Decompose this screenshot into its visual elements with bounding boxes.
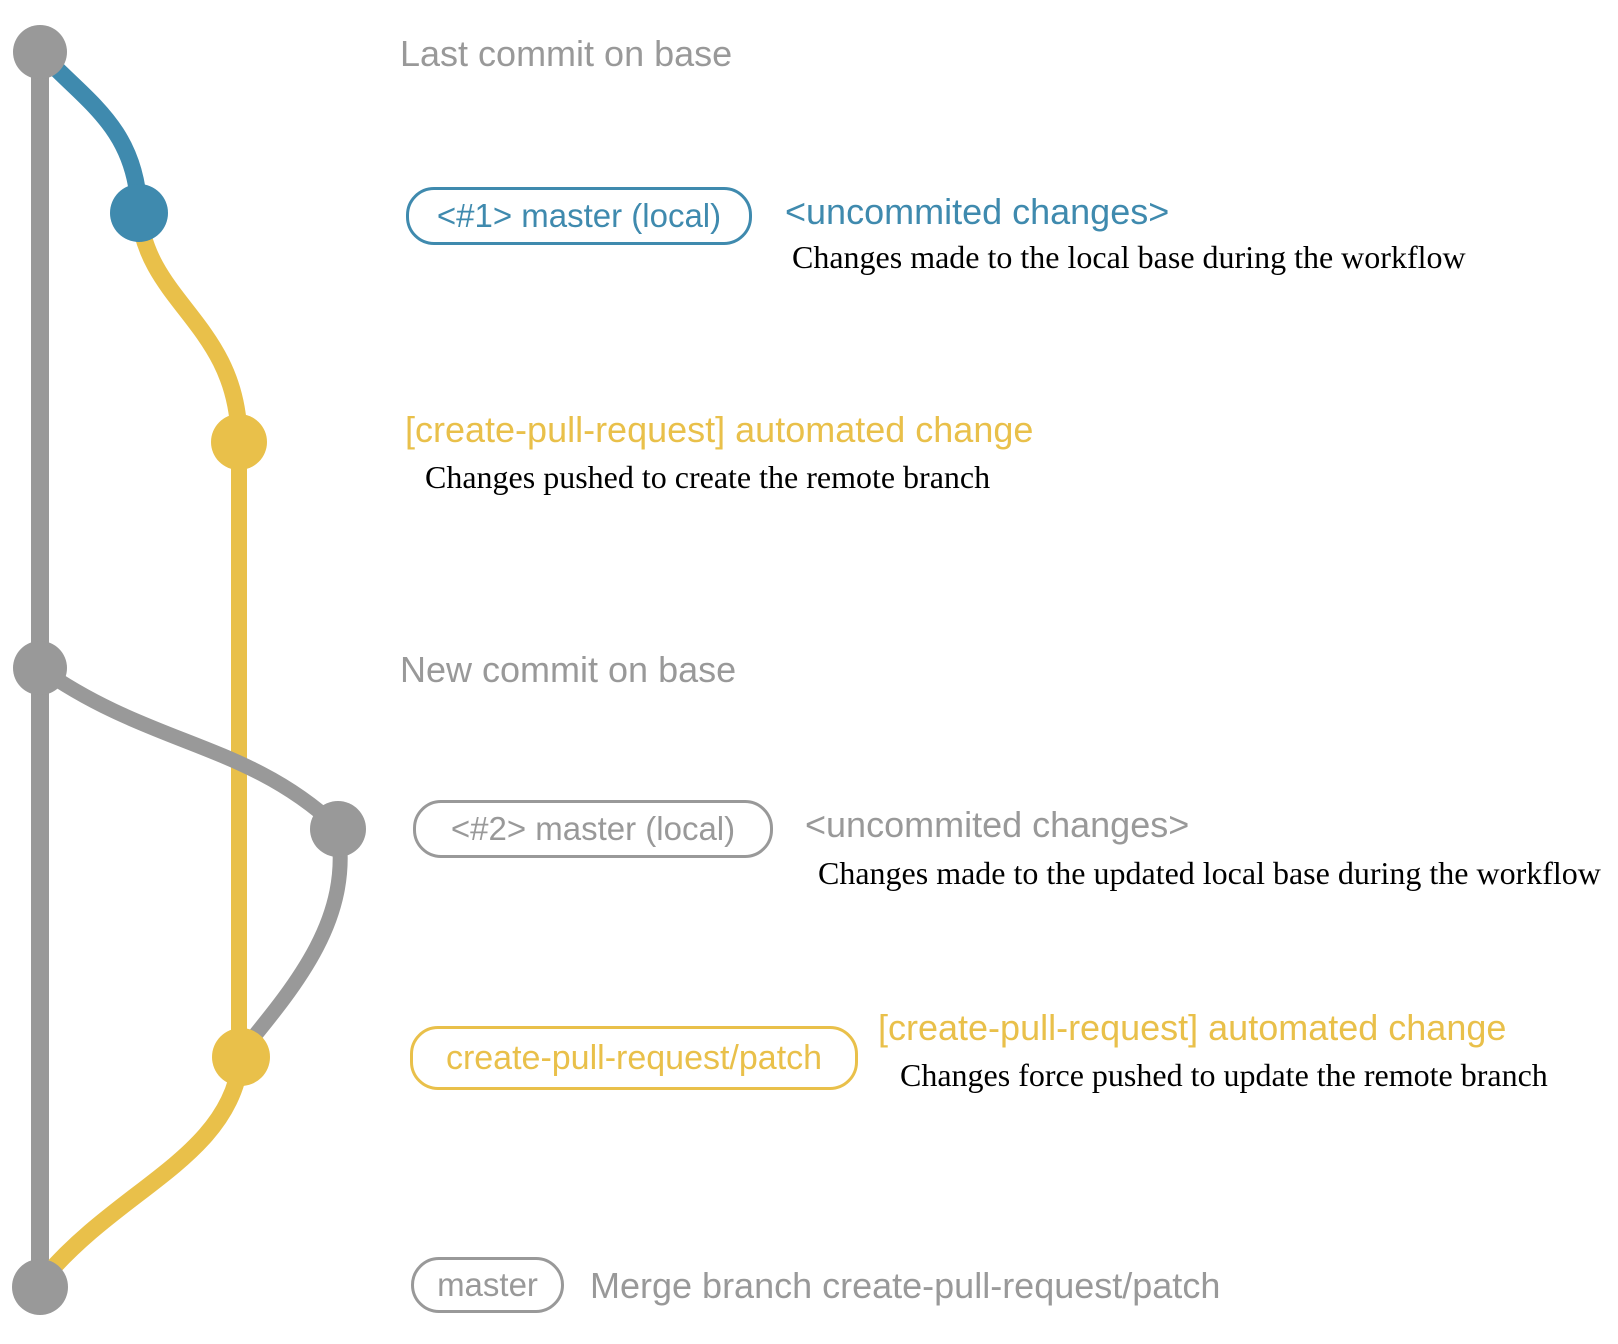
branch-badge-master: master bbox=[411, 1257, 564, 1313]
last-commit-label: Last commit on base bbox=[400, 33, 733, 74]
merge-branch-label: Merge branch create-pull-request/patch bbox=[590, 1265, 1221, 1306]
commit-node-remote-updated bbox=[212, 1028, 270, 1086]
automated-change-desc-2: Changes force pushed to update the remot… bbox=[900, 1057, 1548, 1093]
push-branch-curve bbox=[130, 204, 248, 443]
merge-curve bbox=[35, 1050, 250, 1287]
automated-change-title-1: [create-pull-request] automated change bbox=[405, 409, 1034, 450]
new-commit-label: New commit on base bbox=[400, 649, 737, 690]
local-changes-curve-1 bbox=[31, 43, 148, 217]
uncommitted-changes-title-2: <uncommited changes> bbox=[805, 804, 1190, 845]
uncommitted-changes-title-1: <uncommited changes> bbox=[785, 191, 1170, 232]
commit-node-remote-branch bbox=[211, 414, 267, 470]
update-base-curve bbox=[32, 660, 344, 834]
automated-change-title-2: [create-pull-request] automated change bbox=[878, 1007, 1507, 1048]
branch-badge-master-local-2: <#2> master (local) bbox=[413, 800, 773, 858]
uncommitted-changes-desc-2: Changes made to the updated local base d… bbox=[818, 855, 1601, 891]
commit-node-merge bbox=[12, 1259, 68, 1315]
automated-change-desc-1: Changes pushed to create the remote bran… bbox=[425, 459, 991, 495]
force-push-curve bbox=[235, 823, 348, 1058]
commit-node-local-2 bbox=[310, 801, 366, 857]
uncommitted-changes-desc-1: Changes made to the local base during th… bbox=[792, 239, 1466, 275]
commit-node-last-base bbox=[13, 25, 67, 79]
branch-badge-master-local-1: <#1> master (local) bbox=[406, 187, 752, 245]
commit-node-new-base bbox=[13, 641, 67, 695]
commit-node-local-1 bbox=[110, 184, 168, 242]
branch-badge-patch: create-pull-request/patch bbox=[410, 1026, 858, 1090]
